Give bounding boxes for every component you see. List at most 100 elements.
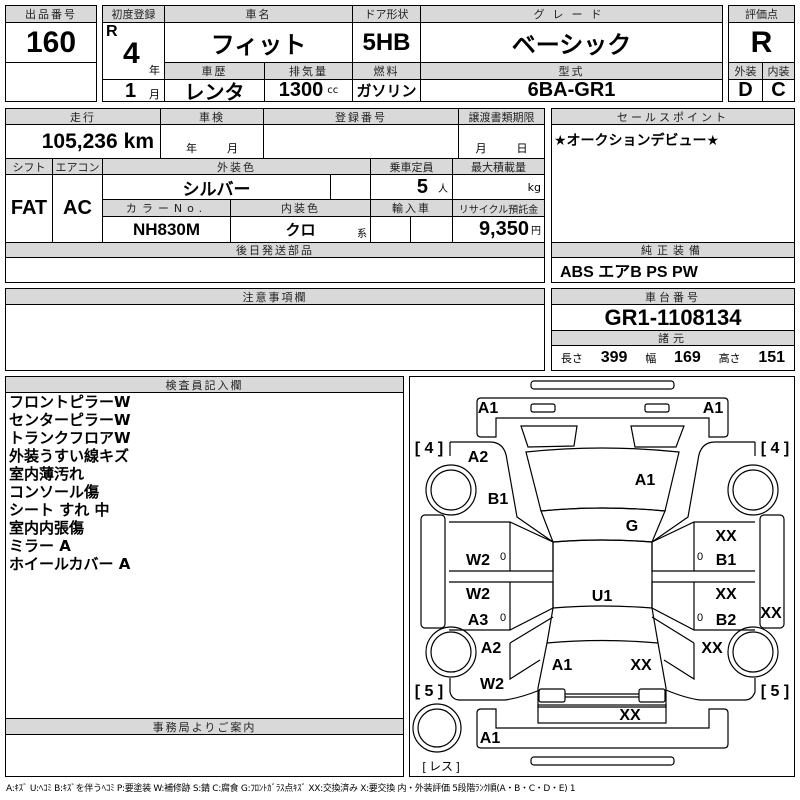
ext-color-header: 外装色: [102, 158, 371, 175]
car-name-header: 車名: [164, 5, 353, 23]
tire-tread-fr: [ 4 ]: [760, 440, 790, 457]
ac-header: エアコン: [52, 158, 103, 175]
ac: AC: [52, 174, 103, 243]
damage-mark: A1: [702, 400, 724, 417]
recycle-fee: 9,350: [478, 218, 529, 240]
transfer-cell: 月日: [458, 124, 545, 159]
max-load-header: 最大積載量: [452, 158, 545, 175]
later-parts-header: 後日発送部品: [5, 242, 545, 258]
note-line: ミラー A: [9, 537, 71, 555]
ext-score: D: [728, 79, 763, 102]
reg-no-header: 登録番号: [263, 108, 459, 125]
note-line: トランクフロアW: [9, 429, 131, 447]
era: R: [106, 23, 118, 40]
inspection-month-unit: 月: [227, 142, 238, 155]
reg-no-cell: [263, 124, 459, 159]
model: 6BA-GR1: [420, 79, 723, 102]
length: 399: [600, 349, 628, 366]
first-reg-header: 初度登録: [102, 5, 165, 23]
displacement-unit: cc: [327, 85, 339, 96]
note-line: コンソール傷: [9, 483, 100, 501]
year-unit: 年: [149, 64, 160, 77]
import-header: 輸入車: [370, 199, 453, 217]
equipment-header: 純正装備: [551, 242, 795, 258]
damage-mark: A1: [551, 657, 573, 674]
grade-header: グレード: [420, 5, 723, 23]
fuel-header: 燃料: [352, 62, 421, 80]
ext-color-blank: [330, 174, 371, 200]
damage-mark: W2: [480, 676, 504, 693]
displacement-header: 排気量: [264, 62, 353, 80]
door-header: ドア形状: [352, 5, 421, 23]
int-score: C: [762, 79, 795, 102]
score-header: 評価点: [728, 5, 795, 23]
door-handle-mark: 0: [499, 551, 507, 563]
mileage-unit: km: [123, 129, 154, 153]
note-line: 室内内張傷: [9, 519, 85, 537]
sales-point: ★オークションデビュー★: [551, 124, 795, 243]
displacement: 1300: [278, 79, 324, 101]
transfer-month-unit: 月: [475, 142, 487, 155]
chassis-header: 車台番号: [551, 288, 795, 305]
damage-mark: A1: [477, 400, 499, 417]
note-line: 室内薄汚れ: [9, 465, 85, 483]
damage-diagram: [409, 376, 795, 777]
later-parts-body: [5, 257, 545, 283]
sales-point-header: セールスポイント: [551, 108, 795, 125]
shift-header: シフト: [5, 158, 53, 175]
inspection-header: 車検: [160, 108, 264, 125]
shift: FAT: [5, 174, 53, 243]
lot-blank: [5, 62, 97, 102]
divider: [103, 79, 164, 80]
reg-year: 4: [123, 37, 140, 70]
damage-mark: XX: [715, 586, 737, 603]
chassis-number: GR1-1108134: [551, 304, 795, 331]
reg-month: 1: [125, 80, 137, 102]
damage-mark: XX: [619, 707, 641, 724]
int-color-cell: クロ系: [230, 216, 371, 243]
max-load-cell: kg: [452, 174, 545, 200]
damage-mark: A1: [634, 472, 656, 489]
capacity-header: 乗車定員: [370, 158, 453, 175]
fuel: ガソリン: [352, 79, 421, 102]
history: レンタ: [164, 79, 265, 102]
capacity: 5: [416, 175, 428, 198]
specs-header: 諸元: [551, 330, 795, 346]
max-load-unit: kg: [527, 180, 541, 194]
damage-mark: W2: [466, 586, 490, 603]
grade: ベーシック: [420, 22, 723, 63]
int-color-header: 内装色: [230, 199, 371, 217]
color-no: NH830M: [102, 216, 231, 243]
height: 151: [758, 349, 786, 366]
ext-color: シルバー: [102, 174, 331, 200]
month-unit: 月: [149, 88, 160, 101]
mileage-header: 走行: [5, 108, 161, 125]
equipment: ABS エアB PS PW: [551, 257, 795, 283]
model-header: 型式: [420, 62, 723, 80]
transfer-day-unit: 日: [516, 142, 528, 155]
car-outline-diagram: [412, 380, 785, 766]
tire-tread-fl: [ 4 ]: [414, 440, 444, 457]
damage-mark: U1: [591, 588, 613, 605]
import-blank-1: [370, 216, 411, 243]
first-reg-cell: R 4 年 1 月: [102, 22, 165, 102]
length-label: 長さ: [560, 352, 583, 365]
damage-mark: XX: [701, 640, 723, 657]
damage-mark: B1: [487, 491, 509, 508]
legend: A:ｷｽﾞ U:ﾍｺﾐ B:ｷｽﾞを伴うﾍｺﾐ P:要塗装 W:補修跡 S:錆 …: [6, 784, 576, 794]
width-label: 幅: [645, 352, 657, 365]
mileage: 105,236: [41, 129, 118, 153]
height-label: 高さ: [718, 352, 741, 365]
transfer-header: 譲渡書類期限: [458, 108, 545, 125]
damage-mark: XX: [630, 657, 652, 674]
door-handle-mark: 0: [499, 612, 507, 624]
inspection-year-unit: 年: [186, 142, 197, 155]
lot-number: 160: [5, 22, 97, 63]
recycle-header: リサイクル預託金: [452, 199, 545, 217]
damage-mark: W2: [466, 552, 490, 569]
tire-tread-rl: [ 5 ]: [414, 683, 444, 700]
office-body: [5, 734, 404, 777]
damage-mark: XX: [760, 605, 782, 622]
